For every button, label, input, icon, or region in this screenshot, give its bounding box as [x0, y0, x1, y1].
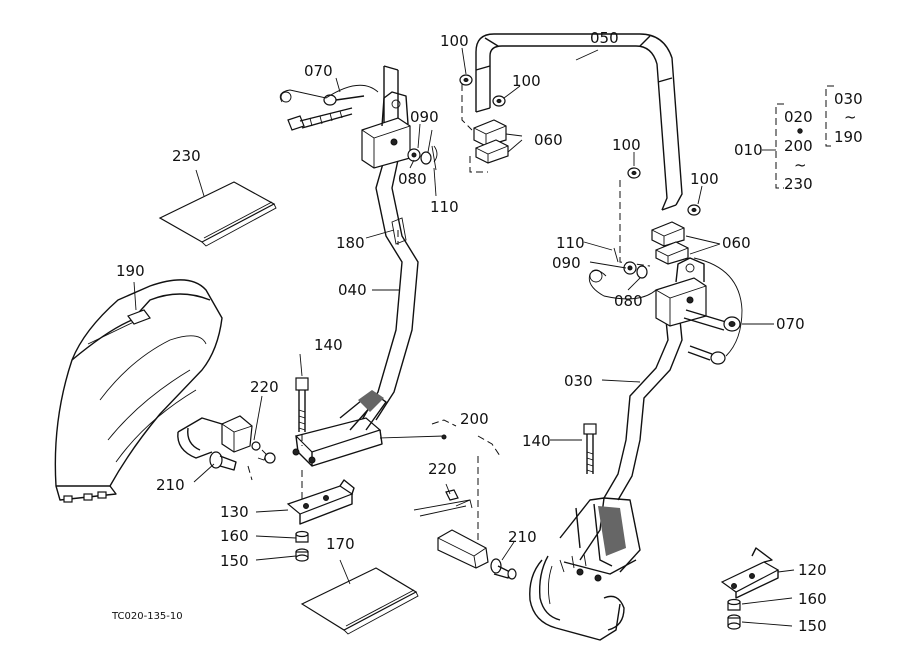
callout-100: 100	[690, 170, 719, 188]
callout-100: 100	[512, 72, 541, 90]
callout-160: 160	[220, 527, 249, 545]
callout-050: 050	[590, 29, 619, 47]
callout-210: 210	[156, 476, 185, 494]
callout-030: 030	[564, 372, 593, 390]
manual-170	[300, 567, 419, 635]
callout-090: 090	[552, 254, 581, 272]
callout-090: 090	[410, 108, 439, 126]
bracket-210-right	[413, 456, 517, 580]
assembly-key: 010 020 200 ~ 230 030 ~ 190	[734, 90, 863, 193]
bolt-140-left	[295, 377, 309, 446]
key-main: 010	[734, 141, 763, 159]
callout-210: 210	[508, 528, 537, 546]
callout-130: 130	[220, 503, 249, 521]
callout-110: 110	[556, 234, 585, 252]
callout-200: 200	[460, 410, 489, 428]
callout-070: 070	[304, 62, 333, 80]
callout-160: 160	[798, 590, 827, 608]
nut-160-left	[295, 530, 309, 543]
callout-220: 220	[250, 378, 279, 396]
callout-170: 170	[326, 535, 355, 553]
key-group-top: 020	[784, 108, 813, 126]
pin-and-cable-070-left	[279, 84, 379, 131]
washer-150-right	[727, 614, 741, 630]
key-group-tilde: ~	[794, 156, 807, 174]
callout-120: 120	[798, 561, 827, 579]
callout-150: 150	[220, 552, 249, 570]
rops-post-030	[529, 257, 707, 641]
callout-070: 070	[776, 315, 805, 333]
bolt-140-right	[583, 423, 597, 474]
callout-060: 060	[534, 131, 563, 149]
callout-140: 140	[314, 336, 343, 354]
callout-180: 180	[336, 234, 365, 252]
rops-frame-050	[475, 33, 683, 211]
washer-pin-090-080-110-right	[613, 247, 648, 279]
nut-160-right	[727, 598, 741, 611]
washer-100-group	[459, 74, 701, 216]
rops-post-040	[292, 65, 419, 467]
callout-labels: 050 100 100 100 100 070 070 090 090 060 …	[116, 29, 827, 635]
bracket-210-left	[177, 415, 276, 481]
callout-150: 150	[798, 617, 827, 635]
key-sub-top: 030	[834, 90, 863, 108]
hinge-bracket-060-lower	[619, 180, 689, 267]
key-group-bottom: 230	[784, 175, 813, 193]
manual-230	[158, 181, 277, 247]
fender-190	[54, 279, 223, 503]
hinge-bracket-060-upper	[461, 84, 509, 173]
leader-lines	[133, 47, 795, 627]
callout-140: 140	[522, 432, 551, 450]
callout-100: 100	[440, 32, 469, 50]
callout-110: 110	[430, 198, 459, 216]
callout-080: 080	[398, 170, 427, 188]
callout-080: 080	[614, 292, 643, 310]
key-sub-tilde: ~	[844, 108, 857, 126]
callout-100: 100	[612, 136, 641, 154]
washer-pin-090-080-110-left	[407, 145, 438, 171]
washer-150-left	[295, 548, 309, 562]
pin-and-cable-070-right	[588, 257, 743, 365]
callout-060: 060	[722, 234, 751, 252]
clamp-plate-120	[720, 547, 780, 599]
group-200-bracket	[379, 419, 501, 457]
key-sub-bottom: 190	[834, 128, 863, 146]
callout-040: 040	[338, 281, 367, 299]
callout-220: 220	[428, 460, 457, 478]
figure-code: TC020-135-10	[111, 611, 183, 622]
callout-190: 190	[116, 262, 145, 280]
assembly-key-brackets	[775, 85, 834, 189]
clamp-plate-130	[286, 470, 355, 525]
callout-230: 230	[172, 147, 201, 165]
key-group-mid: 200	[784, 137, 813, 155]
